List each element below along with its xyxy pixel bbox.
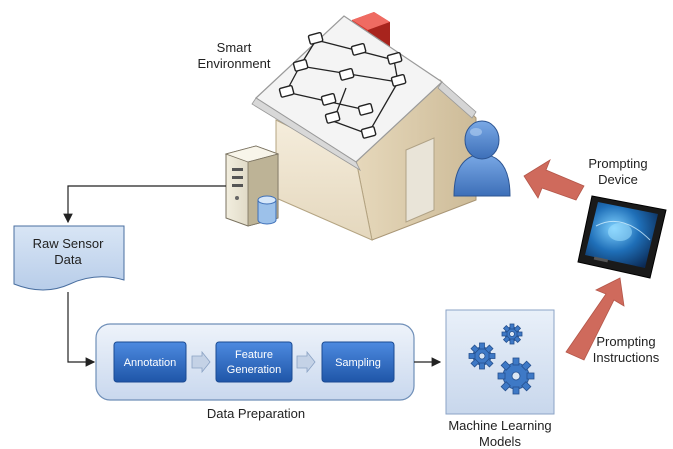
arrow-device-to-person [523,159,585,201]
feature-generation-label-1: Feature [235,349,273,361]
label-smart-environment-1: Smart [217,40,252,55]
chevron-arrow-2 [296,350,316,374]
label-prompting-device-1: Prompting [588,156,647,171]
label-prompting-instructions-2: Instructions [593,350,660,365]
arrow-ml-to-device [565,277,625,361]
sampling-box [321,341,395,383]
label-raw-sensor-2: Data [54,252,82,267]
label-raw-sensor-1: Raw Sensor [33,236,104,251]
raw-sensor-data-document [13,225,125,291]
label-ml-models-1: Machine Learning [448,418,551,433]
database-icon [257,195,277,225]
feature-generation-label-2: Generation [227,364,281,376]
gears-icon [468,323,535,395]
ml-models-box [445,309,555,415]
sampling-label: Sampling [335,357,381,369]
annotation-label: Annotation [124,357,177,369]
label-smart-environment-2: Environment [198,56,271,71]
label-data-preparation: Data Preparation [207,406,305,421]
prompting-device-tablet-icon [577,195,667,279]
feature-generation-box [215,341,293,383]
label-prompting-device-2: Device [598,172,638,187]
arrow-server-to-raw-data [63,185,226,224]
smart-home-house [251,12,477,241]
arrow-raw-data-to-preparation [67,292,96,367]
chevron-arrow-1 [191,350,211,374]
label-ml-models-2: Models [479,434,521,449]
annotation-box [113,341,187,383]
label-prompting-instructions-1: Prompting [596,334,655,349]
sensor-nodes [278,31,407,139]
user-person-icon [453,120,511,197]
